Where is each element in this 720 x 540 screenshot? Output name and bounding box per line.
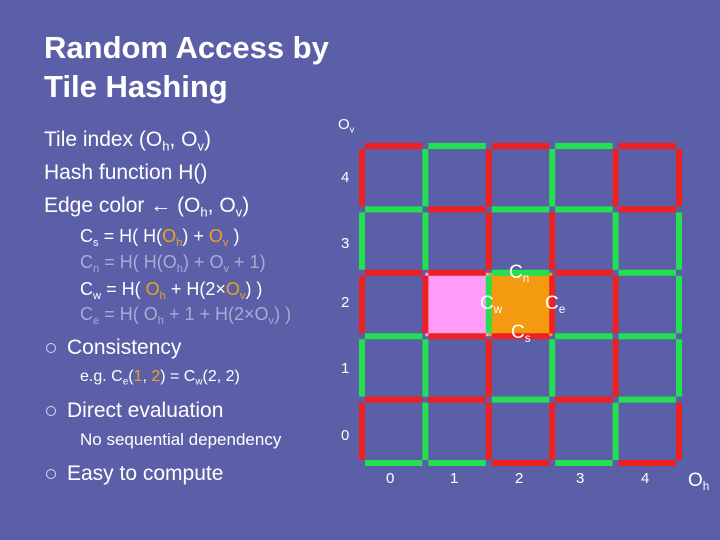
title-line-2: Tile Hashing [44, 69, 228, 104]
bullet-circle-icon [46, 343, 56, 353]
highlighted-tile-1 [488, 272, 553, 337]
edge-color-definition: Edge color ← (Oh, Ov) [44, 194, 250, 220]
bullet-circle-icon [46, 406, 56, 416]
formula-cw: Cw = H( Oh + H(2×Ov) ) [80, 279, 263, 302]
x-tick-3: 3 [576, 470, 585, 487]
edge-label-ce: Ce [545, 293, 566, 317]
formula-cn: Cn = H( H(Oh) + Ov + 1) [80, 252, 266, 275]
y-tick-0: 0 [341, 427, 350, 444]
bullet-circle-icon [46, 469, 56, 479]
edge-label-cs: Cs [511, 322, 531, 346]
edge-label-cn: Cn [509, 262, 530, 286]
y-tick-3: 3 [341, 235, 350, 252]
formula-cs: Cs = H( H(Oh) + Ov ) [80, 226, 240, 249]
axis-label-oh: Oh [688, 470, 710, 494]
title-line-1: Random Access by [44, 30, 329, 65]
edge-label-cw: Cw [480, 293, 503, 317]
tile-index-definition: Tile index (Oh, Ov) [44, 128, 212, 154]
y-tick-2: 2 [341, 294, 350, 311]
y-tick-1: 1 [341, 360, 350, 377]
no-sequential-dependency: No sequential dependency [80, 430, 282, 449]
y-tick-4: 4 [341, 169, 350, 186]
axis-label-ov: Ov [338, 116, 355, 135]
bullet-consistency: Consistency [67, 336, 182, 359]
bullet-easy-to-compute: Easy to compute [67, 462, 224, 485]
formula-ce: Ce = H( Oh + 1 + H(2×Ov) ) [80, 304, 292, 327]
x-tick-1: 1 [450, 470, 459, 487]
hash-function-definition: Hash function H() [44, 161, 208, 184]
x-tick-2: 2 [515, 470, 524, 487]
highlighted-tile-0 [425, 272, 489, 337]
bullet-direct-evaluation: Direct evaluation [67, 399, 224, 422]
page-title: Random Access by Tile Hashing [44, 28, 329, 106]
x-tick-4: 4 [641, 470, 650, 487]
consistency-example: e.g. Ce(1, 2) = Cw(2, 2) [80, 368, 240, 388]
x-tick-0: 0 [386, 470, 395, 487]
